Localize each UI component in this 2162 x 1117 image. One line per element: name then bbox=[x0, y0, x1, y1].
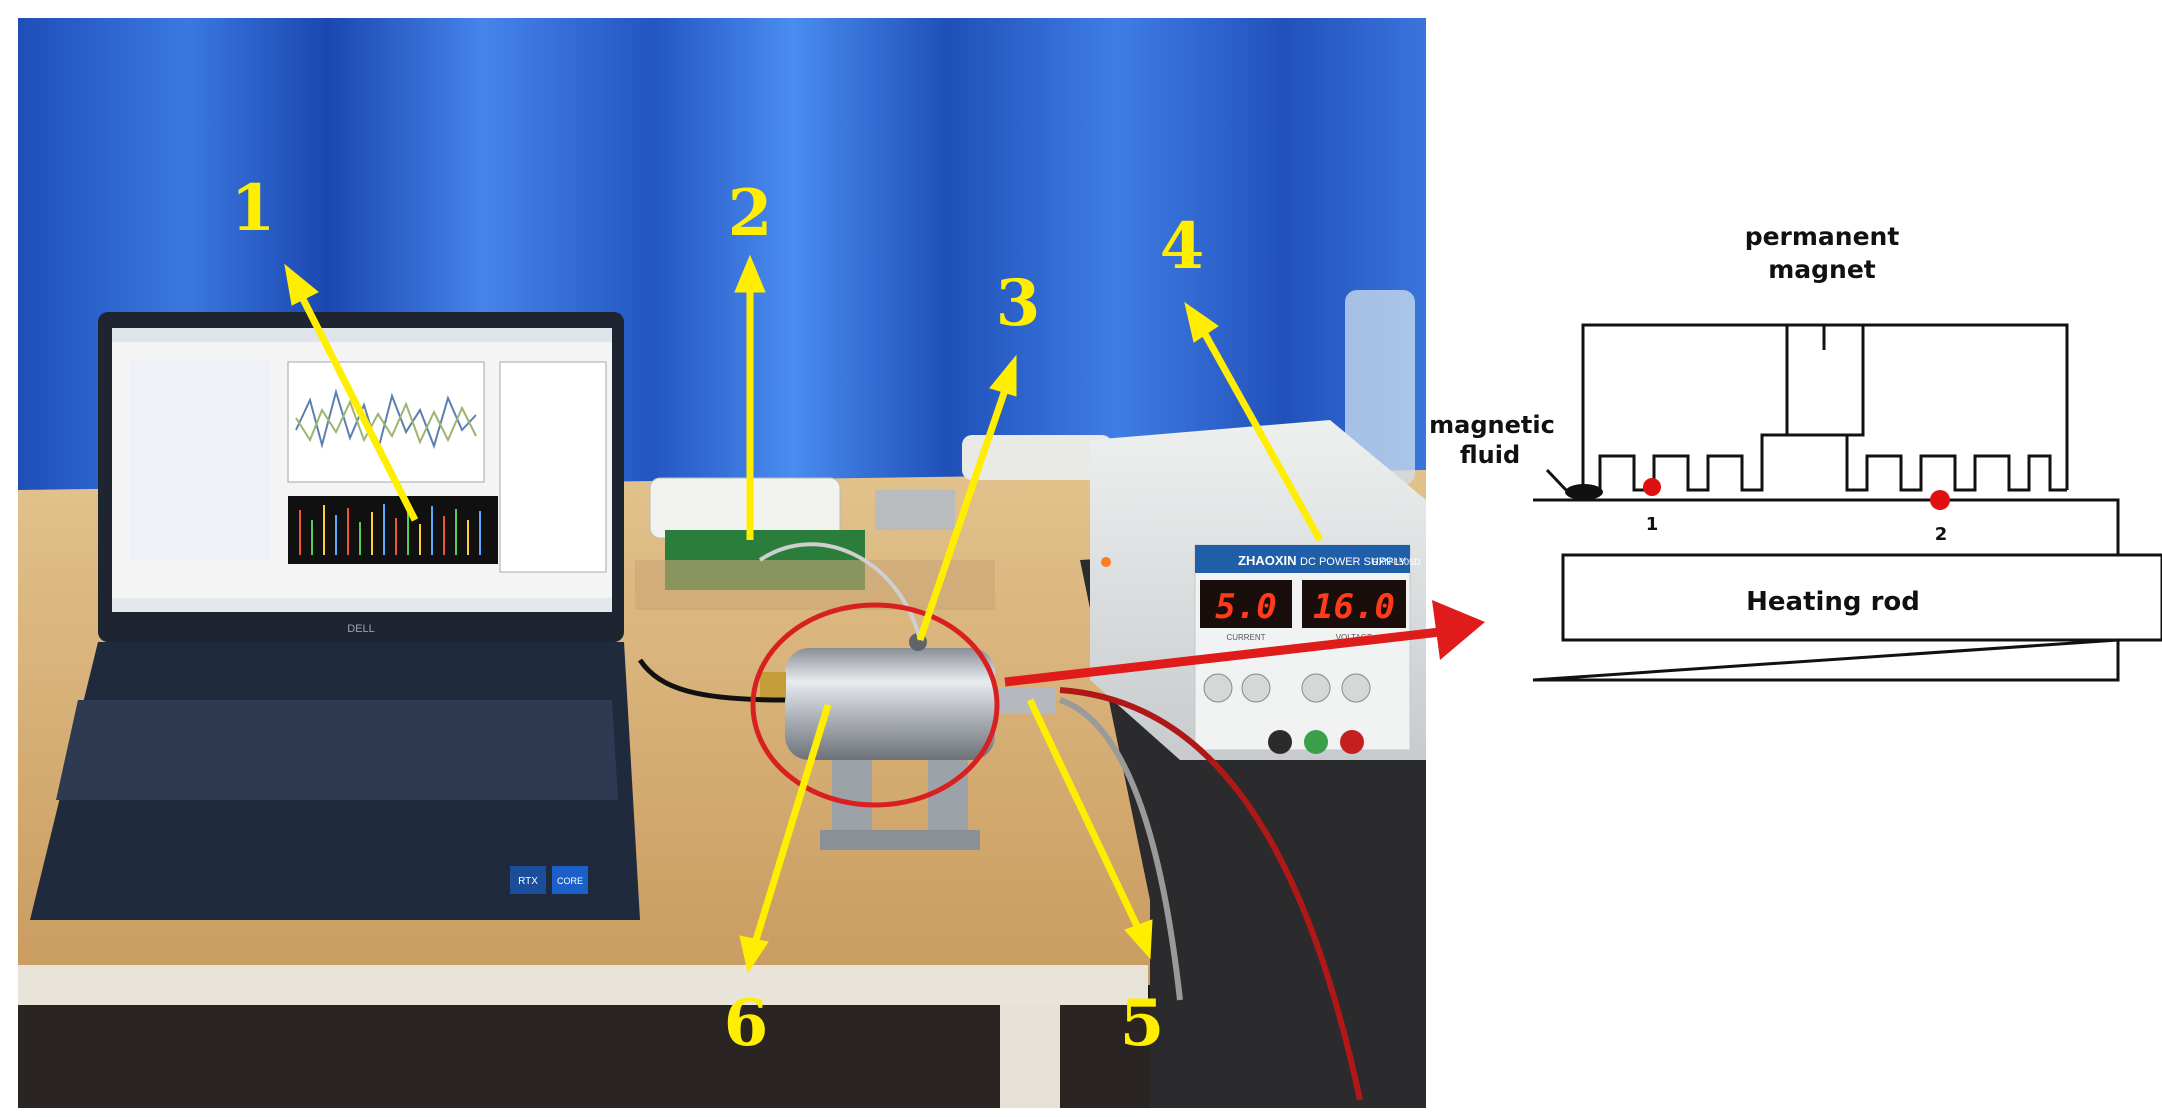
glass-bottle bbox=[1345, 290, 1415, 485]
pointer-arrow-to-schematic bbox=[1004, 627, 1441, 687]
spectrum-bars bbox=[299, 504, 481, 555]
temperature-point-2 bbox=[1930, 490, 1950, 510]
callout-arrow-6 bbox=[752, 703, 832, 942]
screen-control-panel bbox=[130, 360, 270, 560]
psu-terminal-black bbox=[1268, 730, 1292, 754]
psu-brand: ZHAOXIN bbox=[1238, 553, 1297, 568]
callout-arrow-1 bbox=[298, 295, 419, 522]
experiment-photo: DELL RTX CORE ZHAOXIN DC POWER SUPPLY RX… bbox=[18, 18, 1485, 1108]
sensor-cable bbox=[758, 542, 922, 641]
psu-indicator-led bbox=[1101, 557, 1111, 567]
callout-number-4: 4 bbox=[1160, 209, 1205, 284]
callout-arrowhead-1 bbox=[284, 263, 319, 306]
laptop-sticker-rtx bbox=[510, 866, 546, 894]
screen-waveform-line-2 bbox=[295, 399, 477, 445]
seal-schematic bbox=[1532, 323, 2162, 682]
callout-number-1: 1 bbox=[231, 171, 276, 246]
current-caption: CURRENT bbox=[1226, 633, 1265, 642]
voltage-readout: 16.0 bbox=[1313, 587, 1395, 627]
temperature-point-1 bbox=[1643, 478, 1661, 496]
magnetic-fluid-seal-test-rig bbox=[760, 633, 1055, 850]
signal-module bbox=[875, 490, 955, 530]
current-readout: 5.0 bbox=[1215, 587, 1276, 627]
sticker-core-text: CORE bbox=[557, 876, 583, 886]
psu-terminal-green bbox=[1304, 730, 1328, 754]
psu-brand-strip bbox=[1195, 545, 1410, 573]
voltage-display bbox=[1302, 580, 1406, 628]
laptop: DELL RTX CORE bbox=[30, 312, 640, 920]
table-edge bbox=[18, 965, 1148, 1005]
screen-data-table bbox=[499, 361, 607, 573]
power-strip bbox=[962, 435, 1112, 480]
daq-housing bbox=[649, 477, 841, 539]
heating-rod bbox=[1561, 553, 2162, 642]
rig-shaft bbox=[995, 688, 1055, 714]
callout-arrowhead-2 bbox=[734, 254, 766, 293]
point-1-label: 1 bbox=[1646, 514, 1659, 535]
callout-number-6: 6 bbox=[724, 986, 769, 1061]
callout-arrowhead-4 bbox=[1184, 301, 1219, 343]
thermocouple-cable bbox=[1059, 697, 1183, 1001]
callout-arrowhead-6 bbox=[739, 935, 769, 974]
laptop-sticker-core bbox=[552, 866, 588, 894]
psu-model-text: DC POWER SUPPLY bbox=[1300, 556, 1407, 568]
rig-cylinder bbox=[785, 648, 995, 760]
callout-arrow-5 bbox=[1026, 698, 1142, 930]
callout-arrowhead-3 bbox=[989, 354, 1017, 397]
psu-knob bbox=[1301, 673, 1331, 703]
pointer-arrowhead bbox=[1432, 600, 1485, 660]
psu-model-code: RXN-1505D bbox=[1372, 557, 1421, 567]
pole-teeth bbox=[1583, 433, 2067, 492]
callout-arrowhead-5 bbox=[1124, 919, 1153, 960]
data-acquisition-card bbox=[635, 477, 995, 610]
psu-knob bbox=[1341, 673, 1371, 703]
callout-numbers: 1 2 3 4 5 6 bbox=[231, 171, 1205, 1061]
psu-knob bbox=[1203, 673, 1233, 703]
fluid-label-leader bbox=[1545, 468, 1568, 492]
rig-highlight-circle bbox=[750, 602, 1000, 808]
sticker-rtx-text: RTX bbox=[518, 876, 538, 887]
magnetic-fluid-label-1: magnetic bbox=[1429, 411, 1555, 439]
rig-brass-fitting bbox=[760, 672, 786, 700]
laptop-keyboard bbox=[56, 700, 618, 800]
callout-number-3: 3 bbox=[996, 266, 1041, 341]
heating-rod-label: Heating rod bbox=[1746, 587, 1920, 617]
permanent-magnet-label-1: permanent bbox=[1745, 222, 1900, 251]
screen-titlebar bbox=[112, 328, 612, 342]
usb-cable bbox=[637, 658, 786, 703]
schematic-labels: permanent magnet magnetic fluid Heating … bbox=[1429, 222, 1947, 617]
callout-arrow-4 bbox=[1201, 332, 1324, 542]
callout-arrows bbox=[284, 254, 1324, 974]
magnetic-fluid-label-2: fluid bbox=[1460, 441, 1520, 469]
point-2-label: 2 bbox=[1935, 524, 1948, 545]
callout-number-2: 2 bbox=[728, 176, 773, 251]
shaft-body bbox=[1532, 498, 2120, 682]
screen-waveform-line bbox=[295, 388, 477, 454]
table-leg bbox=[1000, 1005, 1060, 1108]
callout-number-5: 5 bbox=[1120, 986, 1165, 1061]
permanent-magnet-label-2: magnet bbox=[1768, 255, 1876, 284]
rig-base bbox=[820, 830, 980, 850]
dc-power-supply: ZHAOXIN DC POWER SUPPLY RXN-1505D 5.0 16… bbox=[1090, 420, 1426, 760]
magnetic-fluid-drop bbox=[1565, 484, 1603, 500]
laptop-brand: DELL bbox=[347, 623, 375, 635]
psu-terminal-red bbox=[1340, 730, 1364, 754]
current-display bbox=[1200, 580, 1292, 628]
callout-arrow-3 bbox=[916, 388, 1009, 642]
psu-knob bbox=[1241, 673, 1271, 703]
screen-taskbar bbox=[112, 598, 612, 612]
screen-spectrum-plot bbox=[288, 496, 498, 564]
power-cable-red bbox=[1059, 687, 1363, 1101]
